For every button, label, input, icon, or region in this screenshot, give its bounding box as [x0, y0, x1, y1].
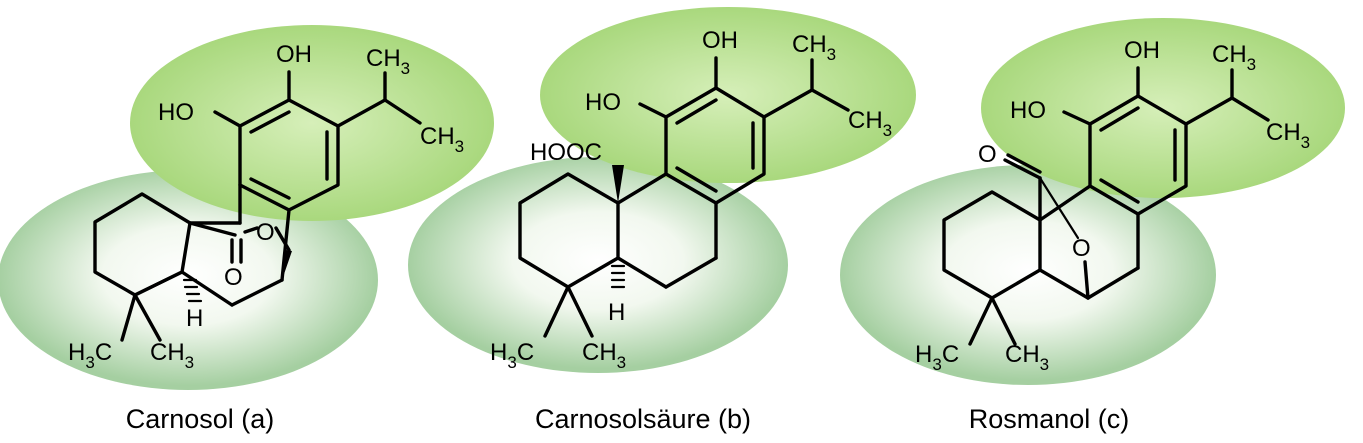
rosmanol-bonds	[942, 66, 1270, 346]
carnosolsaeure-h-stereo: H	[608, 299, 625, 326]
rosmanol-ch3-right: CH3	[1266, 119, 1310, 152]
carnosol-ho-left: HO	[158, 99, 194, 126]
carnosol-ring-o: O	[256, 219, 275, 246]
carnosol-bonds	[93, 70, 422, 342]
carnosol-h3c: H3C	[68, 339, 112, 372]
molecule-carnosol: OH HO CH3 CH3 O O H H3C CH3 Carnosol (a)	[0, 25, 494, 434]
carnosolsaeure-caption: Carnosolsäure (b)	[535, 404, 751, 434]
rosmanol-ho-left: HO	[1010, 97, 1046, 124]
carnosolsaeure-bonds	[518, 56, 850, 338]
rosmanol-ring-o: O	[1072, 235, 1091, 262]
molecule-carnosolsaeure: OH HO HOOC CH3 CH3 H H3C CH3 Carnosolsäu…	[408, 7, 916, 434]
rosmanol-carbonyl-o: O	[978, 141, 997, 168]
rosmanol-ch3-bottom: CH3	[1005, 341, 1049, 374]
carnosolsaeure-h3c: H3C	[490, 339, 534, 372]
carnosol-ch3-right: CH3	[420, 123, 464, 156]
carnosol-ch3-top: CH3	[366, 45, 410, 78]
carnosolsaeure-ch3-top: CH3	[792, 31, 836, 64]
molecule-rosmanol: OH HO O O CH3 CH3 H3C CH3 Rosmanol (c)	[840, 18, 1345, 434]
rosmanol-oh-top: OH	[1124, 37, 1160, 64]
carnosolsaeure-oh-top: OH	[702, 27, 738, 54]
carnosolsaeure-ch3-bottom: CH3	[582, 339, 626, 372]
rosmanol-upper-ellipse	[981, 18, 1345, 198]
rosmanol-lower-ellipse	[840, 165, 1216, 385]
carnosol-h-stereo: H	[186, 305, 203, 332]
rosmanol-ch3-top: CH3	[1212, 41, 1256, 74]
carnosol-carbonyl-o: O	[224, 264, 243, 291]
carnosol-ch3-bottom: CH3	[150, 339, 194, 372]
rosmanol-caption: Rosmanol (c)	[969, 404, 1130, 434]
rosmanol-h3c: H3C	[915, 341, 959, 374]
carnosol-oh-top: OH	[276, 41, 312, 68]
carnosol-upper-ellipse	[130, 25, 494, 221]
carnosolsaeure-lower-ellipse	[408, 157, 788, 373]
carnosolsaeure-ch3-right: CH3	[848, 107, 892, 140]
carnosol-caption: Carnosol (a)	[126, 404, 275, 434]
carnosolsaeure-hooc: HOOC	[530, 139, 602, 166]
carnosolsaeure-ho-left: HO	[585, 89, 621, 116]
